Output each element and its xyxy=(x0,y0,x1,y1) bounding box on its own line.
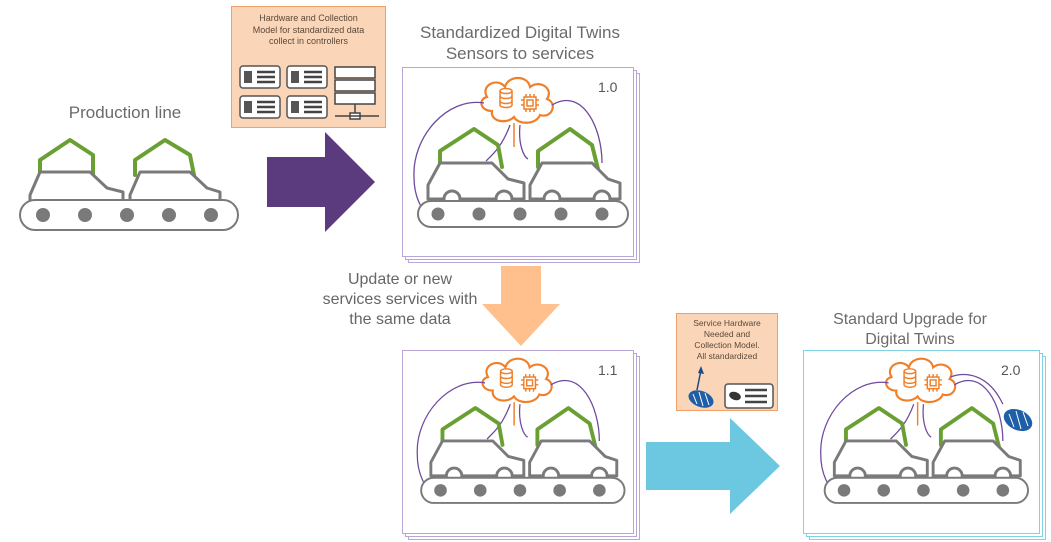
twin-frame-1-0: 1.0 xyxy=(402,67,640,263)
production-line-scene xyxy=(19,138,239,231)
database-icon xyxy=(499,87,513,109)
version-label: 1.1 xyxy=(598,362,618,378)
service-hardware-note: Service Hardware Needed and Collection M… xyxy=(676,313,778,411)
chip-icon xyxy=(521,94,539,112)
hardware-model-note: Hardware and Collection Model for standa… xyxy=(231,6,386,128)
robot-arm-icon xyxy=(440,406,598,449)
twin-frame-1-1: 1.1 xyxy=(402,350,640,540)
twin-scene xyxy=(820,357,1029,504)
twin-scene xyxy=(416,357,626,504)
note-line: Collection Model. xyxy=(694,340,760,351)
conveyor-belt-icon xyxy=(417,200,629,228)
cyan-arrow xyxy=(646,418,780,514)
note-line: Needed and xyxy=(703,329,751,340)
conveyor-belt-icon xyxy=(823,476,1029,504)
twin-scene xyxy=(413,76,629,228)
note-line: Model for standardized data xyxy=(252,24,365,35)
update-services-label: Update or new services services with the… xyxy=(322,271,478,328)
standard-upgrade-title: Standard Upgrade for Digital Twins xyxy=(833,311,987,348)
cloud-icon xyxy=(885,357,957,404)
robot-arm-icon xyxy=(438,127,600,171)
orange-arrow xyxy=(482,266,560,346)
chip-icon xyxy=(520,374,539,392)
sensor-icon xyxy=(1003,408,1033,432)
controller-icons xyxy=(239,65,379,120)
note-line: Service Hardware xyxy=(693,318,761,328)
robot-arm-icon xyxy=(844,406,1001,449)
server-icon xyxy=(334,66,379,120)
sensor-module-icons xyxy=(688,366,774,409)
database-icon xyxy=(903,368,917,388)
note-line: Hardware and Collection xyxy=(259,13,358,23)
conveyor-belt-icon xyxy=(420,476,626,504)
version-label: 2.0 xyxy=(1001,362,1021,378)
standardized-twins-title: Standardized Digital Twins Sensors to se… xyxy=(419,23,620,64)
chip-icon xyxy=(924,374,942,392)
cloud-icon xyxy=(480,76,554,124)
conveyor-belt-icon xyxy=(19,199,239,231)
robot-arm-icon xyxy=(38,138,197,182)
note-line: collect in controllers xyxy=(268,36,349,47)
sensor-icon xyxy=(688,390,714,408)
purple-arrow xyxy=(267,132,375,232)
cloud-icon xyxy=(481,357,553,404)
database-icon xyxy=(499,368,513,388)
twin-frame-2-0: 2.0 xyxy=(803,350,1046,540)
production-line-title: Production line xyxy=(68,103,182,122)
version-label: 1.0 xyxy=(598,79,618,95)
note-line: All standardized xyxy=(696,351,758,362)
car-icon xyxy=(832,439,1022,486)
